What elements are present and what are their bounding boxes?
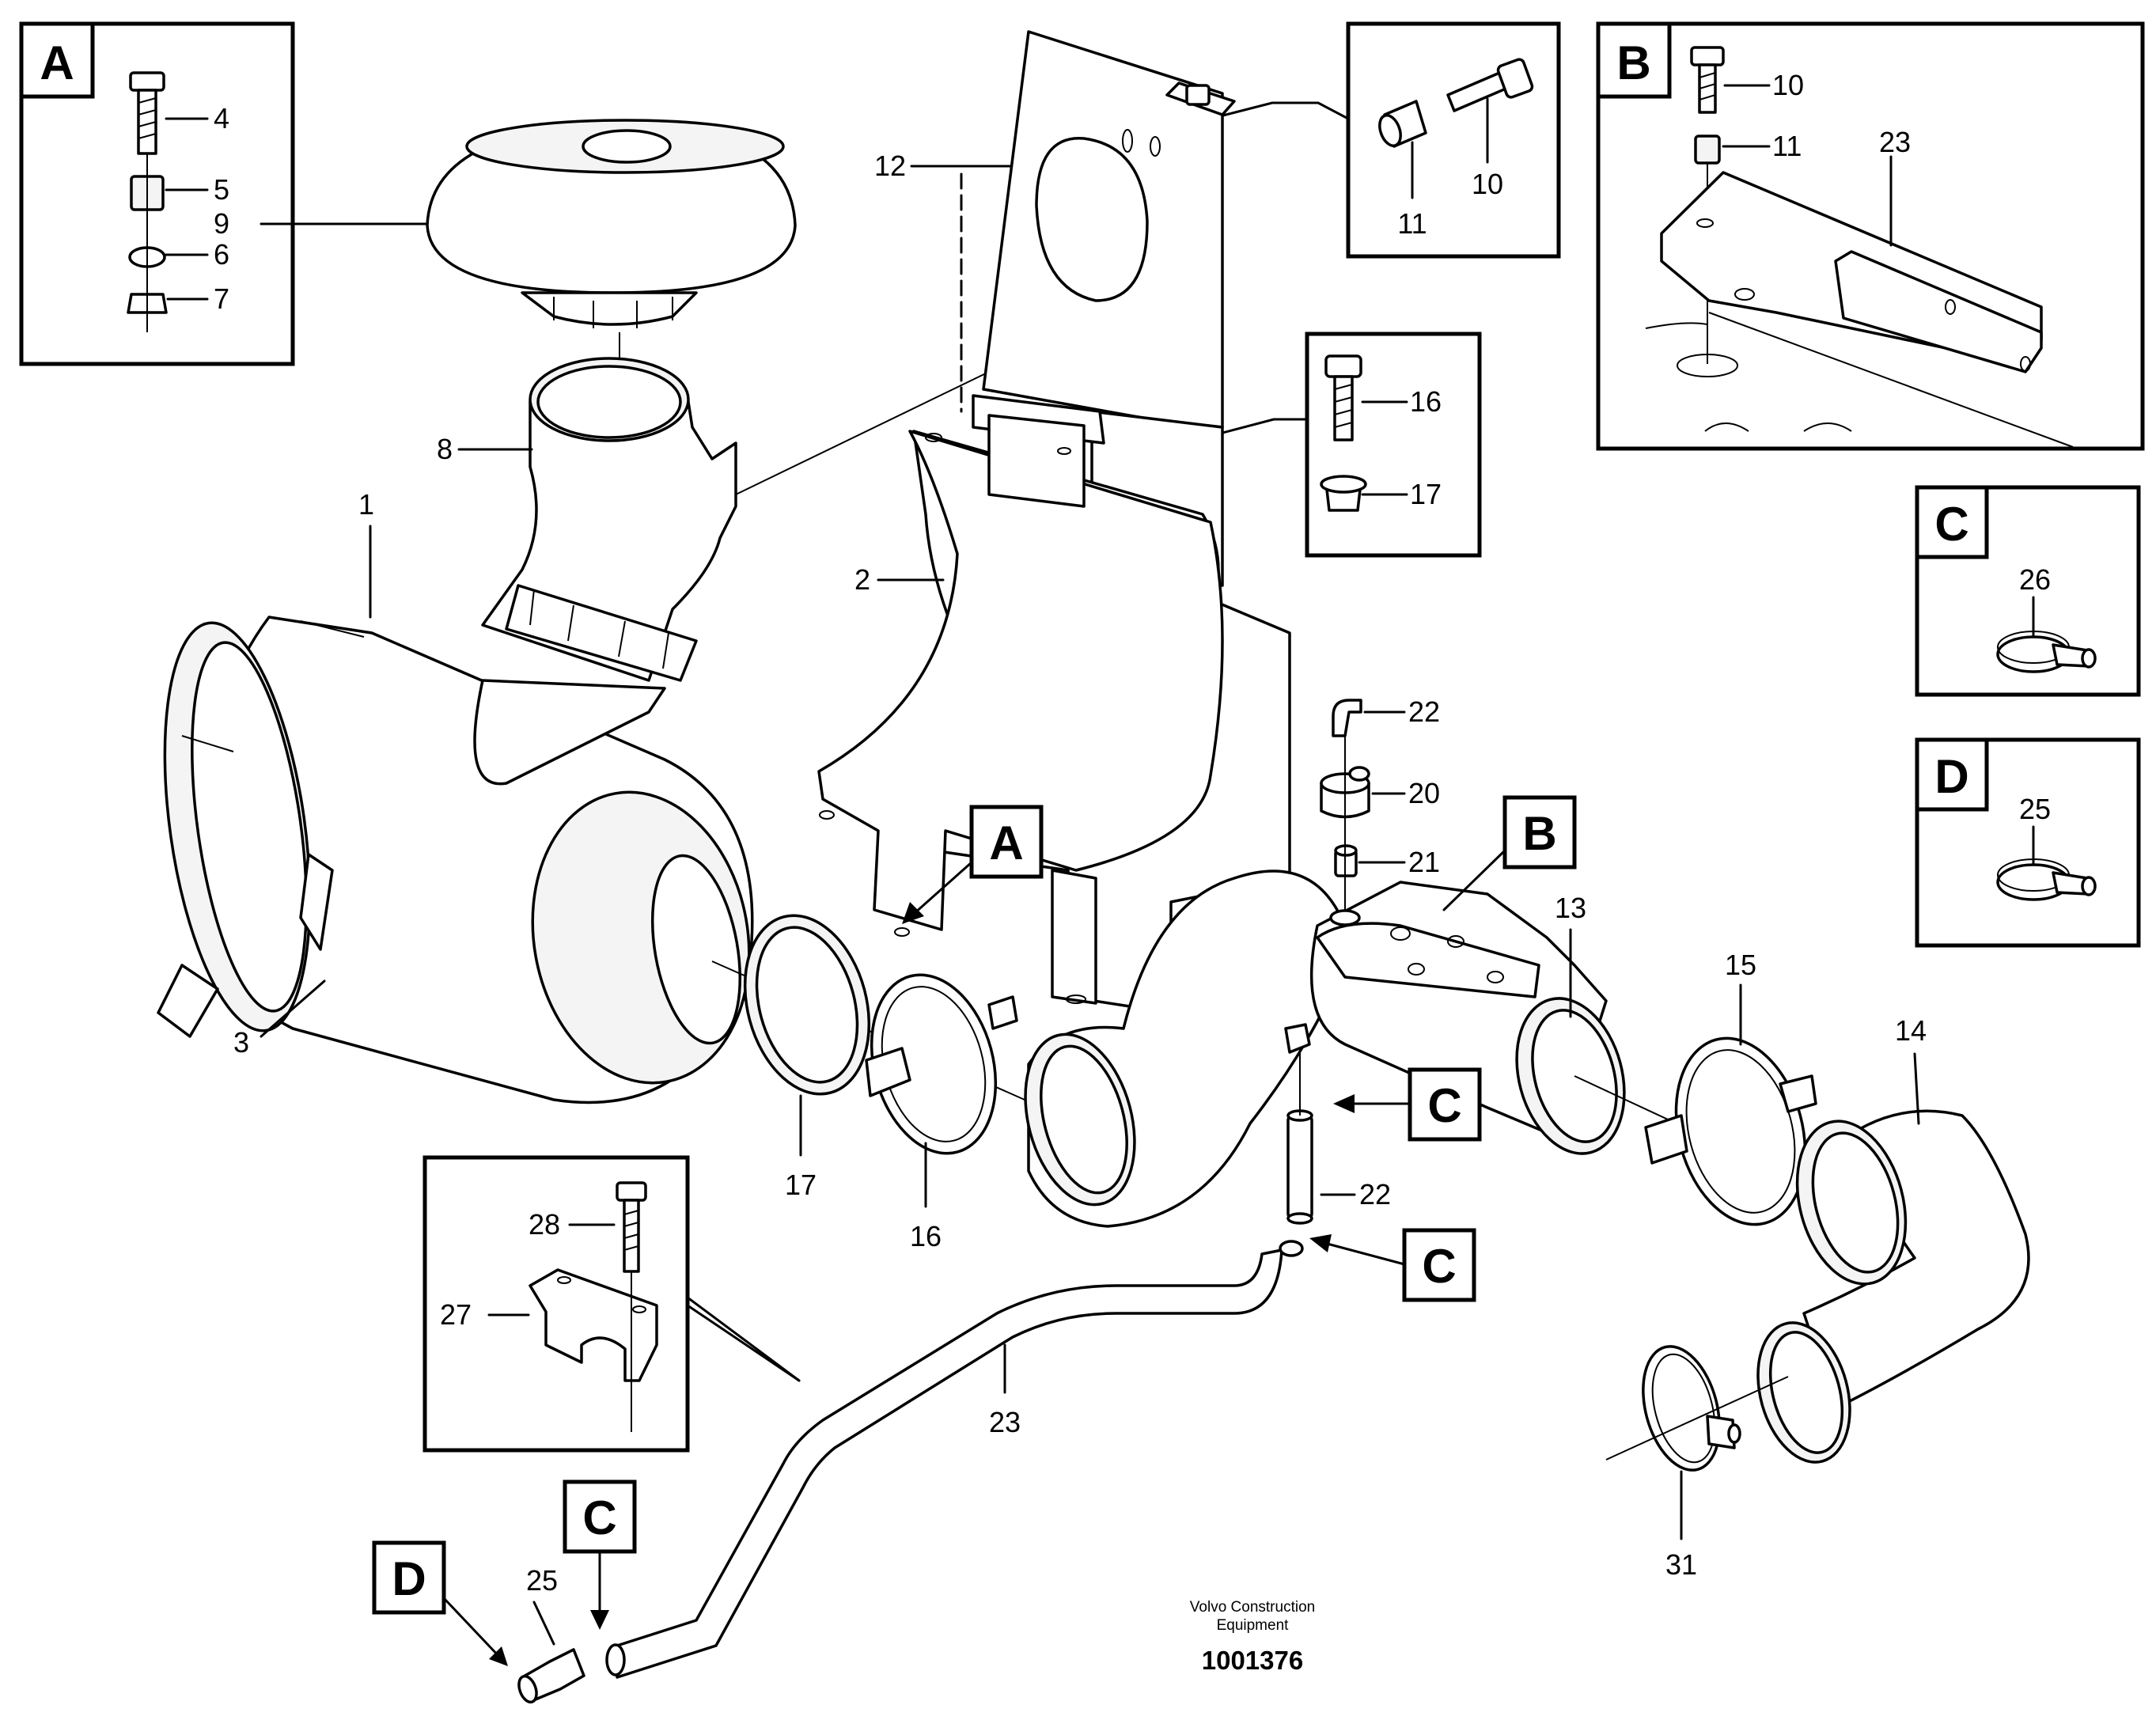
ref-box-c2: C xyxy=(1309,1228,1476,1302)
callout-28: 26 xyxy=(2019,563,2051,596)
ref-box-a: A xyxy=(902,805,1044,924)
detail-letter-b: B xyxy=(1616,36,1650,89)
callout-11-top: 11 xyxy=(1397,207,1427,240)
ref-box-d: D xyxy=(372,1540,508,1666)
drain-hose-25 xyxy=(605,1240,1304,1679)
pressure-sensor-20 xyxy=(1320,766,1370,819)
callout-15: 13 xyxy=(1555,892,1586,924)
callout-7: 7 xyxy=(214,282,229,315)
footer-company-line1: Volvo Construction xyxy=(1190,1599,1315,1616)
detail-panel-bolt-nut: 16 17 xyxy=(1197,331,1482,558)
callout-8: 8 xyxy=(437,433,453,465)
callout-23: 23 xyxy=(1879,126,1911,158)
callout-31: 31 xyxy=(1665,1548,1697,1581)
fitting-22 xyxy=(1332,699,1362,737)
callout-4: 4 xyxy=(214,102,229,134)
footer: Volvo Construction Equipment 1001376 xyxy=(1190,1599,1315,1675)
callout-21: 21 xyxy=(1408,846,1440,878)
callout-18: 16 xyxy=(910,1220,942,1252)
detail-panel-d: D 25 xyxy=(1915,737,2141,948)
callout-16: 14 xyxy=(1895,1014,1927,1047)
hose-clamp-26 xyxy=(1996,858,2097,901)
detail-panel-a: A 4 5 6 7 xyxy=(19,21,295,366)
bolt-30 xyxy=(616,1181,647,1273)
air-cleaner-housing-1 xyxy=(157,616,754,1104)
clamp-bracket-29 xyxy=(529,1268,658,1382)
svg-text:C: C xyxy=(1422,1240,1456,1293)
svg-text:B: B xyxy=(1522,807,1556,860)
detail-letter-c: C xyxy=(1934,498,1968,551)
spacer-11-b xyxy=(1694,134,1721,165)
tube-24 xyxy=(1286,1109,1313,1225)
callout-27: 25 xyxy=(526,1564,558,1597)
callout-2: 2 xyxy=(854,563,870,596)
callout-5: 5 xyxy=(214,173,229,206)
v-clamp-18 xyxy=(865,973,1018,1155)
drawing-number: 1001376 xyxy=(1202,1646,1303,1675)
callout-13: 16 xyxy=(1410,385,1442,418)
bolt-4 xyxy=(129,71,165,155)
svg-text:C: C xyxy=(1427,1079,1461,1132)
detail-letter-d: D xyxy=(1934,750,1968,803)
footer-company-line2: Equipment xyxy=(1217,1617,1290,1634)
callout-9: 9 xyxy=(214,207,229,240)
bolt-10-b xyxy=(1690,46,1725,114)
bolt-13 xyxy=(1324,354,1362,441)
callout-1: 1 xyxy=(358,488,374,521)
callout-29: 27 xyxy=(440,1298,472,1331)
callout-6: 6 xyxy=(214,238,229,271)
svg-text:D: D xyxy=(392,1552,426,1605)
ref-box-b: B xyxy=(1442,795,1577,911)
hose-clamp-31 xyxy=(1642,1345,1741,1472)
inlet-pipe-8 xyxy=(481,357,737,682)
outlet-hose-16 xyxy=(1756,1109,2030,1464)
callout-30: 28 xyxy=(529,1208,560,1241)
callout-3: 3 xyxy=(233,1026,249,1059)
callout-20: 20 xyxy=(1408,777,1440,809)
precleaner-cap-9 xyxy=(426,119,797,328)
svg-text:A: A xyxy=(989,816,1023,869)
svg-text:C: C xyxy=(582,1491,616,1544)
callout-14: 17 xyxy=(1410,478,1442,510)
detail-panel-bracket: 28 27 xyxy=(422,1155,801,1453)
callout-11-b: 11 xyxy=(1772,130,1802,162)
callout-26: 25 xyxy=(2019,793,2051,825)
detail-panel-c: C 26 xyxy=(1915,485,2141,697)
callout-10-top: 10 xyxy=(1472,168,1503,200)
detail-letter-a: A xyxy=(40,36,74,89)
guard-plate-2 xyxy=(817,414,1291,1014)
hose-clamp-28 xyxy=(1996,631,2097,673)
callout-17: 15 xyxy=(1725,949,1756,981)
detail-panel-b: B 10 11 23 xyxy=(1596,21,2145,451)
callout-24: 22 xyxy=(1359,1178,1391,1210)
callout-22: 22 xyxy=(1408,695,1440,728)
manifold-15 xyxy=(1284,881,1626,1155)
callout-19: 17 xyxy=(785,1169,817,1201)
callout-12: 12 xyxy=(874,150,906,182)
v-clamp-17 xyxy=(1644,1036,1817,1226)
ref-box-c3: C xyxy=(563,1479,637,1630)
ref-box-c1: C xyxy=(1333,1067,1482,1142)
callout-10-b: 10 xyxy=(1772,69,1804,101)
nozzle-27 xyxy=(517,1648,585,1704)
detail-panel-bolt-spacer: 11 10 xyxy=(1209,21,1561,259)
sleeve-19 xyxy=(743,914,871,1096)
callout-25: 23 xyxy=(989,1406,1021,1438)
